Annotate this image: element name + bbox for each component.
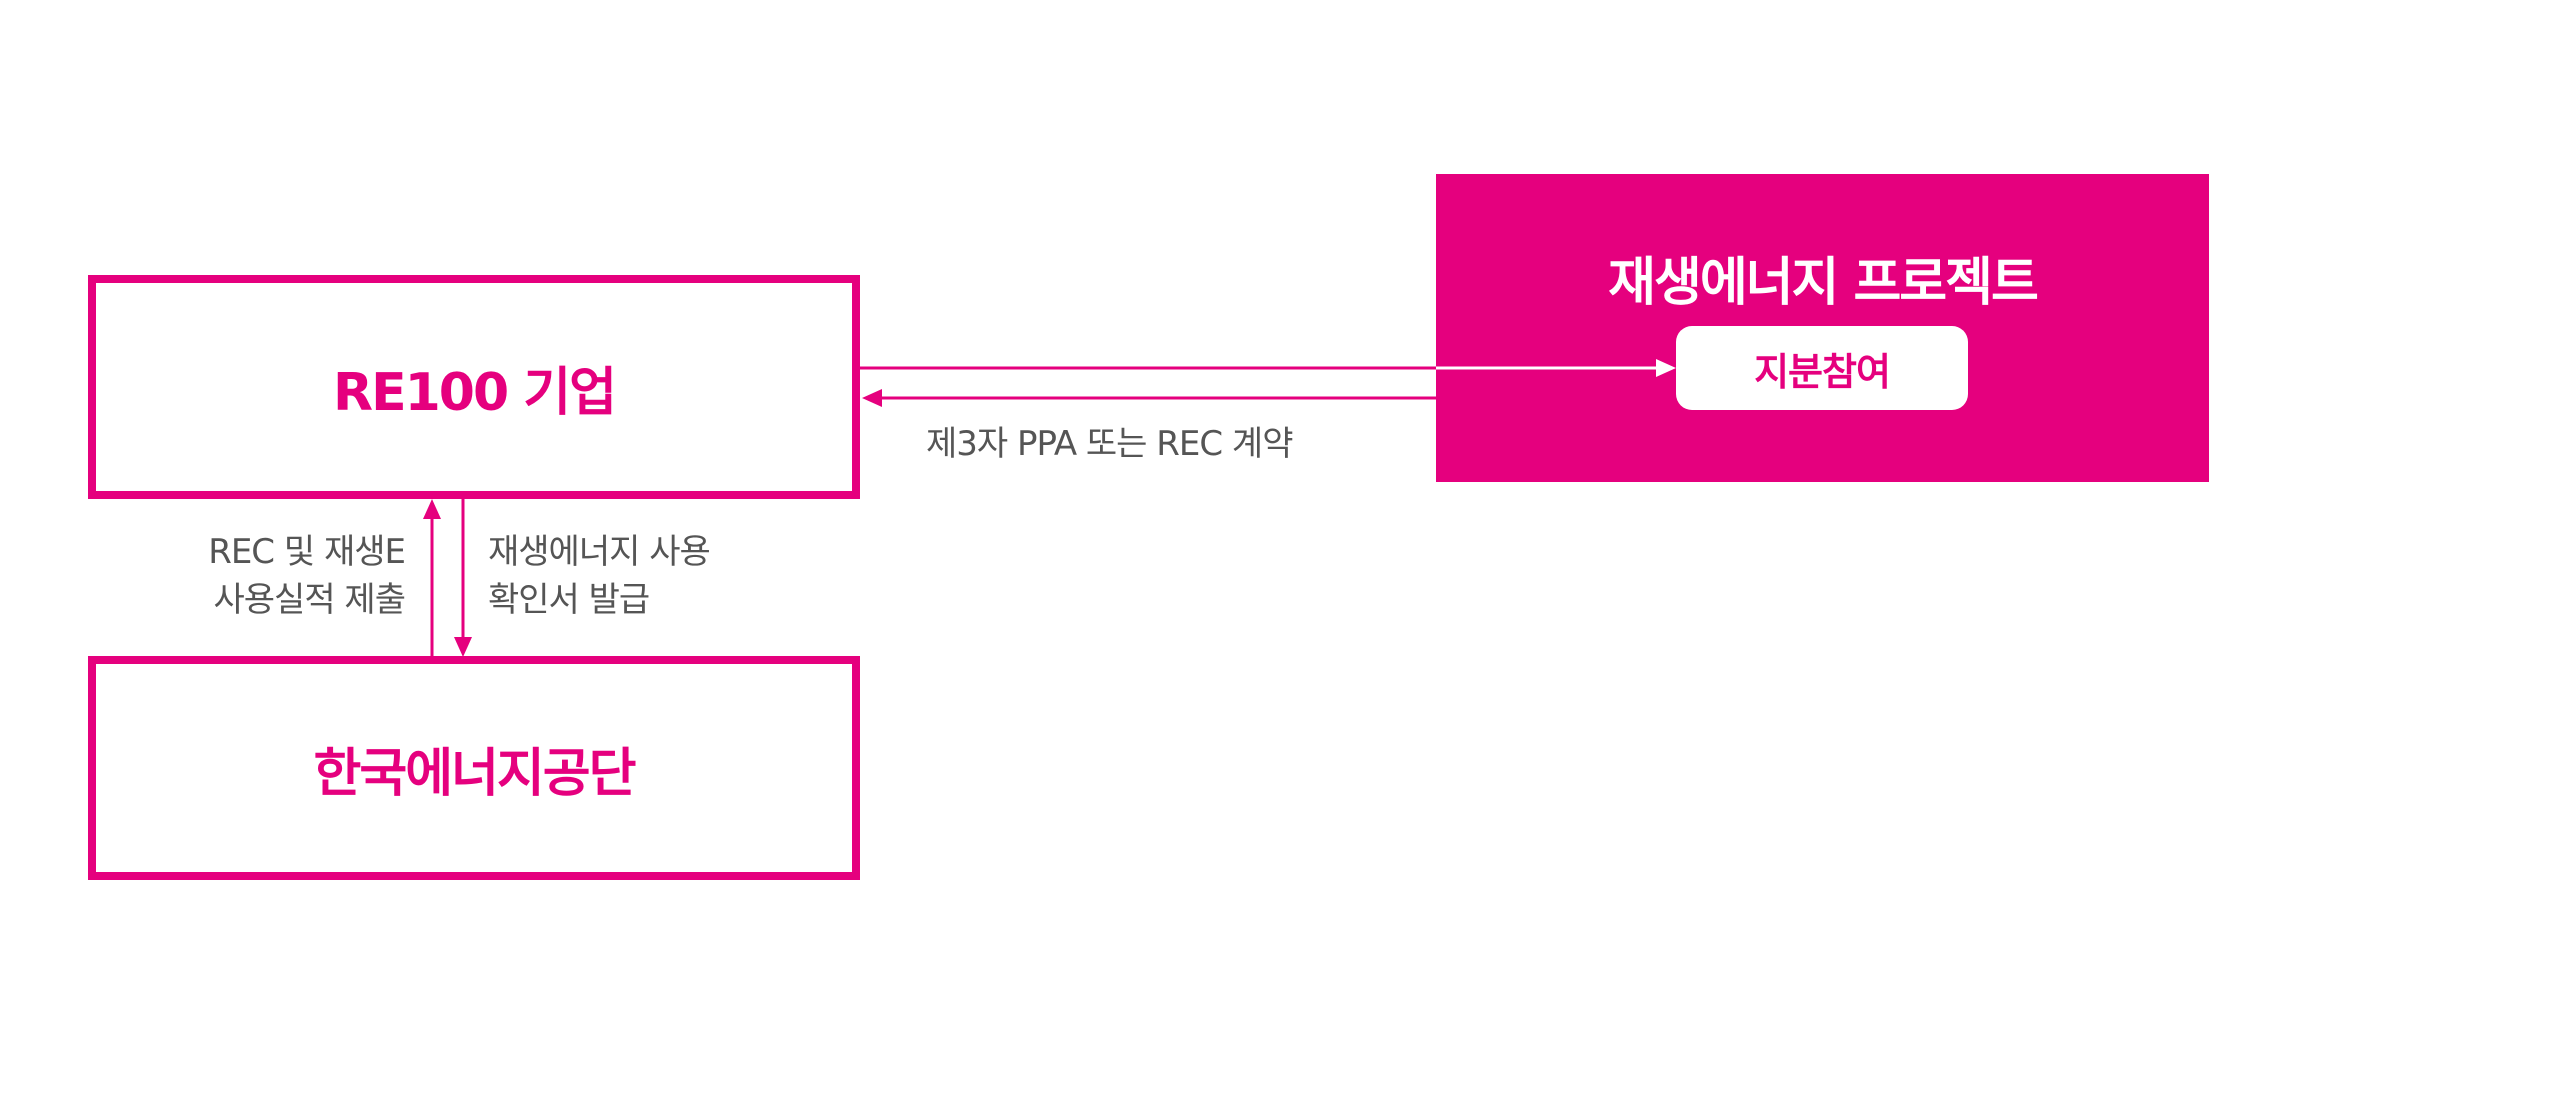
certificate-issue-label: 재생에너지 사용 확인서 발급 [488,528,711,624]
equity-participation-badge: 지분참여 [1676,326,1968,410]
ppa-contract-label: 제3자 PPA 또는 REC 계약 [926,424,1293,464]
rec-submission-line-1: REC 및 재생E [208,532,406,572]
re100-company-label: RE100 기업 [333,362,617,423]
korea-energy-agency-box: 한국에너지공단 [88,656,860,880]
certificate-issue-line-2: 확인서 발급 [488,580,650,620]
arrow-project-to-re100-head [862,389,882,407]
arrow-re100-to-project-head [1656,359,1676,377]
certificate-issue-line-1: 재생에너지 사용 [488,532,711,572]
renewable-project-box: 재생에너지 프로젝트 지분참여 [1436,174,2209,482]
korea-energy-agency-label: 한국에너지공단 [313,743,637,804]
arrow-kea-to-re100-head [423,499,441,519]
rec-submission-label: REC 및 재생E 사용실적 제출 [150,528,407,624]
equity-participation-label: 지분참여 [1754,349,1891,394]
arrow-re100-to-kea-head [454,637,472,657]
re100-company-box: RE100 기업 [88,275,860,499]
rec-submission-line-2: 사용실적 제출 [213,580,407,620]
renewable-project-label: 재생에너지 프로젝트 [1608,253,2039,313]
